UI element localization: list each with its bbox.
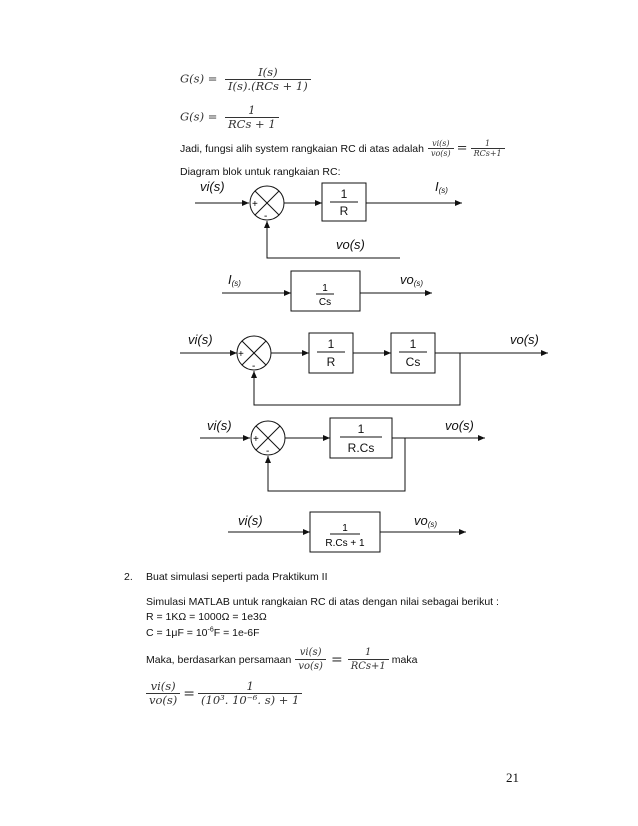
simulation-intro: Simulasi MATLAB untuk rangkaian RC di at… — [146, 596, 499, 608]
final-rhs-fraction: 1 (10³. 10⁻⁶. s) + 1 — [198, 680, 303, 707]
page-number: 21 — [506, 770, 519, 785]
d1-plus-sign: + — [252, 199, 258, 210]
d1-block-denominator: R — [340, 204, 349, 218]
block-diagram-intro: Diagram blok untuk rangkaian RC: — [180, 166, 341, 178]
d3-block1-denominator: R — [327, 355, 336, 369]
block-diagrams: vi(s) + - 1 R I(s) vo(s) I(s) 1 Cs vo(s)… — [180, 179, 548, 553]
formula-g-2-numerator: 1 — [248, 103, 256, 117]
d1-block-numerator: 1 — [341, 187, 348, 201]
d3-plus-sign: + — [238, 349, 244, 360]
d4-block-denominator: R.Cs — [348, 441, 375, 455]
maka-lhs-fraction: vi(s) vo(s) — [295, 646, 326, 673]
d4-output-label: vo(s) — [445, 418, 474, 433]
d2-block-denominator: Cs — [319, 297, 331, 308]
diagram-3: vi(s) + - 1 R 1 Cs vo(s) — [180, 332, 548, 406]
capacitor-value: C = 1μF = 10-6F = 1e-6F — [146, 626, 260, 640]
d4-input-label: vi(s) — [207, 418, 232, 433]
d4-block-rcs — [329, 417, 393, 459]
d5-block-numerator: 1 — [342, 523, 348, 534]
d4-summing-junction — [250, 420, 286, 456]
d3-output-label: vo(s) — [510, 332, 539, 347]
formula-g-1-fraction: I(s) I(s).(RCs + 1) — [225, 66, 311, 93]
final-equation: vi(s) vo(s) = 1 (10³. 10⁻⁶. s) + 1 — [146, 680, 303, 707]
diagram-4: vi(s) + - 1 R.Cs vo(s) — [200, 417, 485, 492]
d4-plus-sign: + — [253, 434, 259, 445]
d2-output-label: vo(s) — [400, 272, 423, 288]
maka-prefix: Maka, berdasarkan persamaan — [146, 653, 292, 666]
final-lhs-fraction: vi(s) vo(s) — [146, 680, 181, 707]
transfer-function-lhs: vi(s) vo(s) — [427, 139, 454, 158]
transfer-function-text: Jadi, fungsi alih system rangkaian RC di… — [180, 142, 424, 155]
final-equals: = — [183, 685, 196, 702]
d3-block-r — [308, 332, 354, 374]
d5-block — [309, 511, 381, 553]
formula-g-2-denominator: RCs + 1 — [225, 117, 279, 131]
maka-line: Maka, berdasarkan persamaan vi(s) vo(s) … — [146, 646, 417, 673]
d4-minus-sign: - — [266, 446, 269, 457]
formula-g-1: G(s) = I(s) I(s).(RCs + 1) — [180, 66, 311, 93]
d5-output-label: vo(s) — [414, 513, 437, 529]
maka-equals: = — [330, 651, 343, 668]
d3-block2-numerator: 1 — [410, 337, 417, 351]
d3-minus-sign: - — [252, 361, 255, 372]
list-item-2-number: 2. — [124, 571, 133, 583]
d2-input-label: I(s) — [228, 272, 241, 288]
d1-input-label: vi(s) — [200, 179, 225, 194]
d4-block-numerator: 1 — [358, 422, 365, 436]
diagram-5: vi(s) 1 R.Cs + 1 vo(s) — [228, 511, 466, 553]
transfer-function-equals: = — [456, 141, 468, 156]
d1-output-label: I(s) — [435, 179, 448, 195]
d5-input-label: vi(s) — [238, 513, 263, 528]
d3-input-label: vi(s) — [188, 332, 213, 347]
d2-block-numerator: 1 — [322, 283, 328, 294]
formula-g-2: G(s) = 1 RCs + 1 — [180, 104, 279, 131]
d3-block2-denominator: Cs — [406, 355, 421, 369]
formula-g-2-fraction: 1 RCs + 1 — [225, 104, 279, 131]
transfer-function-rhs: 1 RCs+1 — [470, 139, 505, 158]
d3-block1-numerator: 1 — [328, 337, 335, 351]
formula-g-1-numerator: I(s) — [258, 65, 278, 79]
maka-rhs-fraction: 1 RCs+1 — [347, 646, 389, 673]
transfer-function-line: Jadi, fungsi alih system rangkaian RC di… — [180, 139, 505, 158]
d2-block-cs — [290, 270, 361, 312]
list-item-2: 2. — [124, 571, 133, 583]
d1-minus-sign: - — [264, 211, 267, 222]
diagram-1: vi(s) + - 1 R I(s) vo(s) — [195, 179, 462, 259]
d5-block-denominator: R.Cs + 1 — [325, 538, 365, 549]
list-item-2-text: Buat simulasi seperti pada Praktikum II — [146, 571, 328, 583]
d3-block-cs — [390, 332, 436, 374]
formula-g-1-denominator: I(s).(RCs + 1) — [225, 79, 311, 93]
d1-feedback-label: vo(s) — [336, 237, 365, 252]
formula-g-1-lhs: G(s) = — [180, 71, 218, 86]
resistor-value: R = 1KΩ = 1000Ω = 1e3Ω — [146, 611, 267, 623]
maka-suffix: maka — [391, 653, 418, 666]
formula-g-2-lhs: G(s) = — [180, 109, 218, 124]
diagram-2: I(s) 1 Cs vo(s) — [222, 270, 432, 312]
